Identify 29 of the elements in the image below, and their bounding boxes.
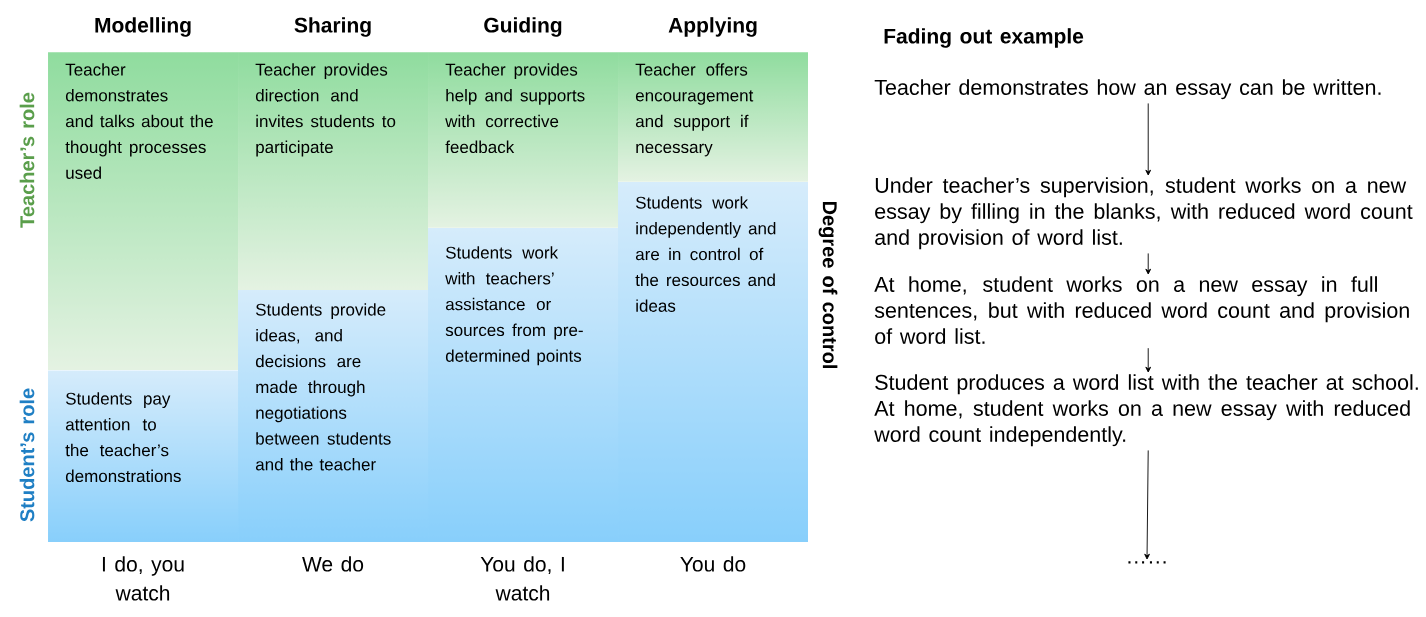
cell-text: Teacher provides direction and invites students to participate bbox=[255, 63, 396, 157]
cell-text: Students work independently and are in control of the resources and ideas bbox=[635, 196, 776, 312]
step-text: At home, student works on a new essay in full sentences, but with reduced word count and provision of word list. bbox=[874, 276, 1409, 344]
axis-label: Student’s role bbox=[19, 388, 35, 522]
ellipsis-text: …… bbox=[1128, 561, 1166, 564]
axis-label: Degree of control bbox=[818, 201, 838, 368]
arrow bbox=[1144, 450, 1150, 560]
arrow bbox=[1145, 347, 1152, 373]
section-heading: Fading out example bbox=[884, 28, 1084, 48]
axis-label: Teacher’s role bbox=[19, 92, 35, 228]
caption-text: We do bbox=[302, 556, 364, 572]
arrow bbox=[1145, 253, 1152, 275]
cell-text: Teacher offers encouragement and support if necessary bbox=[635, 63, 754, 157]
cell-text: Students work with teachers’ assistance or sources from pre-determined points bbox=[445, 246, 583, 366]
caption-text: You do, I watch bbox=[480, 556, 564, 601]
column-heading: Modelling bbox=[95, 17, 191, 37]
arrow bbox=[1145, 103, 1152, 176]
column-heading: Guiding bbox=[484, 17, 562, 37]
column-heading: Sharing bbox=[294, 17, 371, 37]
cell-text: Teacher demonstrates and talks about the thought processes used bbox=[65, 63, 213, 179]
caption-text: I do, you watch bbox=[102, 556, 184, 601]
cell-text: Teacher provides help and supports with corrective feedback bbox=[445, 63, 585, 154]
step-text: Teacher demonstrates how an essay can be written. bbox=[874, 79, 1381, 100]
column-heading: Applying bbox=[668, 17, 757, 37]
cell-text: Students provide ideas, and decisions are made through negotiations between students and the teacher bbox=[255, 303, 391, 471]
caption-text: You do bbox=[680, 556, 746, 572]
cell-text: Students pay attention to the teacher’s demonstrations bbox=[65, 392, 181, 483]
step-text: Student produces a word list with the teacher at school. At home, student works on a new essay with reduced word count independently. bbox=[874, 374, 1418, 447]
step-text: Under teacher’s supervision, student works on a new essay by filling in the blanks, with reduced word count and provision of word list. bbox=[875, 177, 1413, 250]
